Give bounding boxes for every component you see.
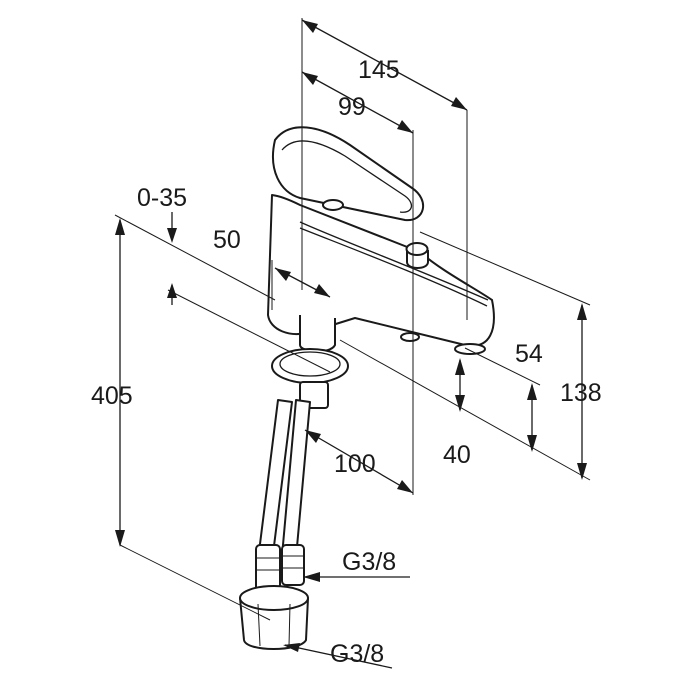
hose-fitting-left [255, 544, 281, 592]
label-54: 54 [515, 340, 543, 368]
faucet-body [239, 126, 495, 650]
label-138: 138 [560, 379, 602, 407]
dim-99-line [301, 71, 414, 134]
label-40: 40 [443, 441, 471, 469]
label-g-lower: G3/8 [330, 640, 384, 668]
dimension-labels: 145 99 0-35 50 405 138 54 40 100 G3/8 G3… [91, 56, 602, 668]
dimension-lines [114, 18, 591, 669]
aerator [454, 343, 486, 355]
label-145: 145 [358, 56, 400, 84]
label-50: 50 [213, 226, 241, 254]
label-405: 405 [91, 382, 133, 410]
dim-145-line [301, 19, 468, 111]
label-0-35: 0-35 [137, 184, 187, 212]
g-lower-leader [284, 644, 393, 669]
label-g-upper: G3/8 [342, 548, 396, 576]
lever-handle [272, 126, 425, 222]
faucet-neck [299, 315, 336, 353]
connector-nut-top [239, 585, 309, 611]
lever-handle-inner [281, 140, 413, 213]
pop-up-knob-top [405, 242, 429, 256]
spout-top-edge [299, 221, 489, 301]
pop-up-rod-end [400, 332, 420, 342]
spout-top-edge-2 [299, 227, 488, 307]
label-100: 100 [334, 450, 376, 478]
mounting-washer [271, 348, 349, 384]
dim-100-line [304, 429, 414, 494]
hose-fitting-right [281, 544, 305, 586]
connector-nut [239, 597, 309, 650]
mounting-washer-inner [279, 351, 341, 377]
label-99: 99 [338, 93, 366, 121]
lever-pivot [322, 199, 344, 211]
